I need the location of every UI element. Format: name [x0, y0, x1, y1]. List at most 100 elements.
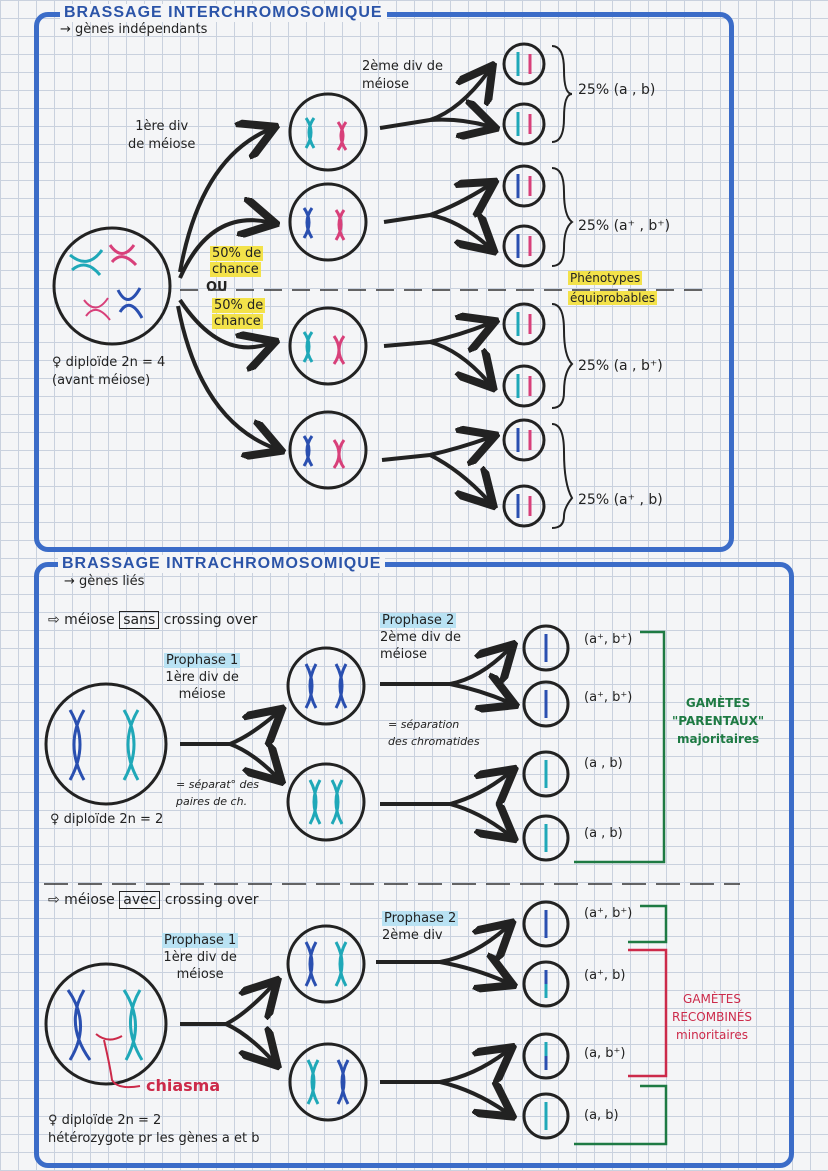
pheno-line2: équiprobables: [568, 291, 658, 305]
parental-bracket: [574, 630, 666, 864]
or-label: OU: [206, 280, 228, 295]
pheno-line1: Phénotypes: [568, 271, 643, 285]
intermediate-cell: [288, 92, 368, 172]
chance2-line1: 50% de: [212, 298, 266, 313]
parental-line3: majoritaires: [677, 732, 760, 746]
gamete-cell: [502, 418, 546, 462]
gamete-label: (a⁺, b⁺): [584, 690, 633, 705]
diploid-label-sans: ♀ diploïde 2n = 2: [50, 812, 164, 827]
gamete-cell: [502, 42, 546, 86]
pair-separation-note: = séparat° des paires de ch.: [176, 776, 259, 810]
chiasma-label: chiasma: [146, 1076, 221, 1095]
prophase1-label-avec: Prophase 1 1ère div de méiose: [162, 932, 239, 983]
recombinant-bracket: [628, 948, 668, 1078]
chance2-line2: chance: [212, 314, 263, 329]
prophase2-line2: méiose: [380, 647, 427, 662]
chance1-line1: 50% de: [210, 246, 264, 261]
first-division-line2: de méiose: [128, 137, 196, 152]
sep-chrom-line2: des chromatides: [388, 735, 480, 748]
diploid-line2: hétérozygote pr les gènes a et b: [48, 1131, 260, 1146]
prophase1-line2: méiose: [176, 967, 224, 982]
gamete-cell: [502, 224, 546, 268]
meiosis-prefix: ⇨ méiose: [48, 892, 115, 908]
intermediate-cell: [288, 410, 368, 490]
gamete-cell: [522, 900, 570, 948]
diploid-line1: ♀ diploïde 2n = 4: [52, 355, 166, 370]
gamete-label: (a , b): [584, 826, 623, 841]
diploid-line2: (avant méiose): [52, 373, 151, 388]
chance1-line2: chance: [210, 262, 261, 277]
gamete-cell: [522, 624, 570, 672]
prophase2-line1: 2ème div: [382, 928, 443, 943]
second-division-label: 2ème div de méiose: [362, 58, 443, 94]
without-box: sans: [119, 611, 160, 629]
parent-cell-avec: [44, 962, 168, 1089]
parent-cell-sans: [44, 682, 168, 806]
recombinant-line2: RECOMBINÉS: [672, 1010, 753, 1024]
gamete-label: (a⁺, b⁺): [584, 632, 633, 647]
meiosis-prefix: ⇨ méiose: [48, 612, 115, 628]
prophase1-label: Prophase 1 1ère div de méiose: [164, 652, 241, 703]
chance-label-2: 50% de chance: [212, 298, 266, 330]
without-crossing-over-label: ⇨ méiose sans crossing over: [48, 611, 258, 629]
with-box: avec: [119, 891, 161, 909]
intrachromosomal-panel: [34, 562, 794, 1168]
sep-chrom-line1: = séparation: [388, 718, 460, 731]
parental-gametes-label: GAMÈTES "PARENTAUX" majoritaires: [672, 694, 764, 748]
interchromosomal-title: BRASSAGE INTERCHROMOSOMIQUE: [60, 4, 387, 22]
gamete-cell: [522, 960, 570, 1008]
gamete-cell: [502, 364, 546, 408]
linked-genes-subtitle: → gènes liés: [64, 574, 145, 589]
independent-genes-subtitle: → gènes indépendants: [60, 22, 208, 37]
intermediate-cell: [286, 762, 366, 842]
second-division-line1: 2ème div de: [362, 59, 444, 74]
result-label: 25% (a⁺ , b): [578, 492, 663, 508]
intrachromosomal-title: BRASSAGE INTRACHROMOSOMIQUE: [58, 555, 386, 573]
gamete-label: (a, b): [584, 1108, 619, 1123]
intermediate-cell: [288, 1042, 368, 1122]
with-crossing-over-label: ⇨ méiose avec crossing over: [48, 891, 259, 909]
intermediate-cell: [286, 646, 366, 726]
sep-pairs-line2: paires de ch.: [176, 795, 248, 808]
diploid-label-avec: ♀ diploïde 2n = 2 hétérozygote pr les gè…: [48, 1112, 260, 1148]
equiprobable-phenotypes-label: Phénotypes équiprobables: [568, 268, 658, 308]
intermediate-cell: [288, 306, 368, 386]
parent-cell-top: [52, 226, 172, 346]
prophase1-line1: 1ère div de: [165, 670, 239, 685]
chromatid-separation-note: = séparation des chromatides: [388, 716, 480, 750]
second-division-line2: méiose: [362, 77, 409, 92]
result-label: 25% (a , b⁺): [578, 358, 663, 374]
gamete-cell: [522, 750, 570, 798]
prophase1-line1: 1ère div de: [163, 950, 237, 965]
result-label: 25% (a , b): [578, 82, 656, 98]
prophase2-label-avec: Prophase 2 2ème div: [382, 910, 459, 944]
diploid-line1: ♀ diploïde 2n = 2: [48, 1113, 162, 1128]
parental-bracket-avec-top: [628, 904, 668, 944]
recombinant-line3: minoritaires: [676, 1028, 748, 1042]
gamete-label: (a⁺, b): [584, 968, 626, 983]
parental-line2: "PARENTAUX": [672, 714, 765, 728]
parental-bracket-avec-bottom: [574, 1084, 668, 1146]
crossing-over-text: crossing over: [164, 892, 259, 908]
prophase2-title: Prophase 2: [382, 911, 459, 926]
prophase1-title: Prophase 1: [164, 653, 241, 668]
prophase2-line1: 2ème div de: [380, 630, 462, 645]
prophase1-title: Prophase 1: [162, 933, 239, 948]
gamete-label: (a , b): [584, 756, 623, 771]
recombinant-line1: GAMÈTES: [683, 992, 742, 1006]
gamete-cell: [522, 1092, 570, 1140]
first-division-label: 1ère div de méiose: [128, 118, 195, 154]
gamete-label: (a, b⁺): [584, 1046, 626, 1061]
gamete-cell: [502, 484, 546, 528]
diploid-cell-label: ♀ diploïde 2n = 4 (avant méiose): [52, 354, 165, 390]
crossing-over-text: crossing over: [163, 612, 258, 628]
prophase1-line2: méiose: [178, 687, 226, 702]
gamete-cell: [502, 102, 546, 146]
sep-pairs-line1: = séparat° des: [176, 778, 259, 791]
first-division-line1: 1ère div: [135, 119, 189, 134]
intermediate-cell: [286, 924, 366, 1004]
gamete-cell: [502, 164, 546, 208]
parental-line1: GAMÈTES: [685, 696, 751, 710]
chance-label-1: 50% de chance: [210, 246, 264, 278]
gamete-cell: [522, 1032, 570, 1080]
